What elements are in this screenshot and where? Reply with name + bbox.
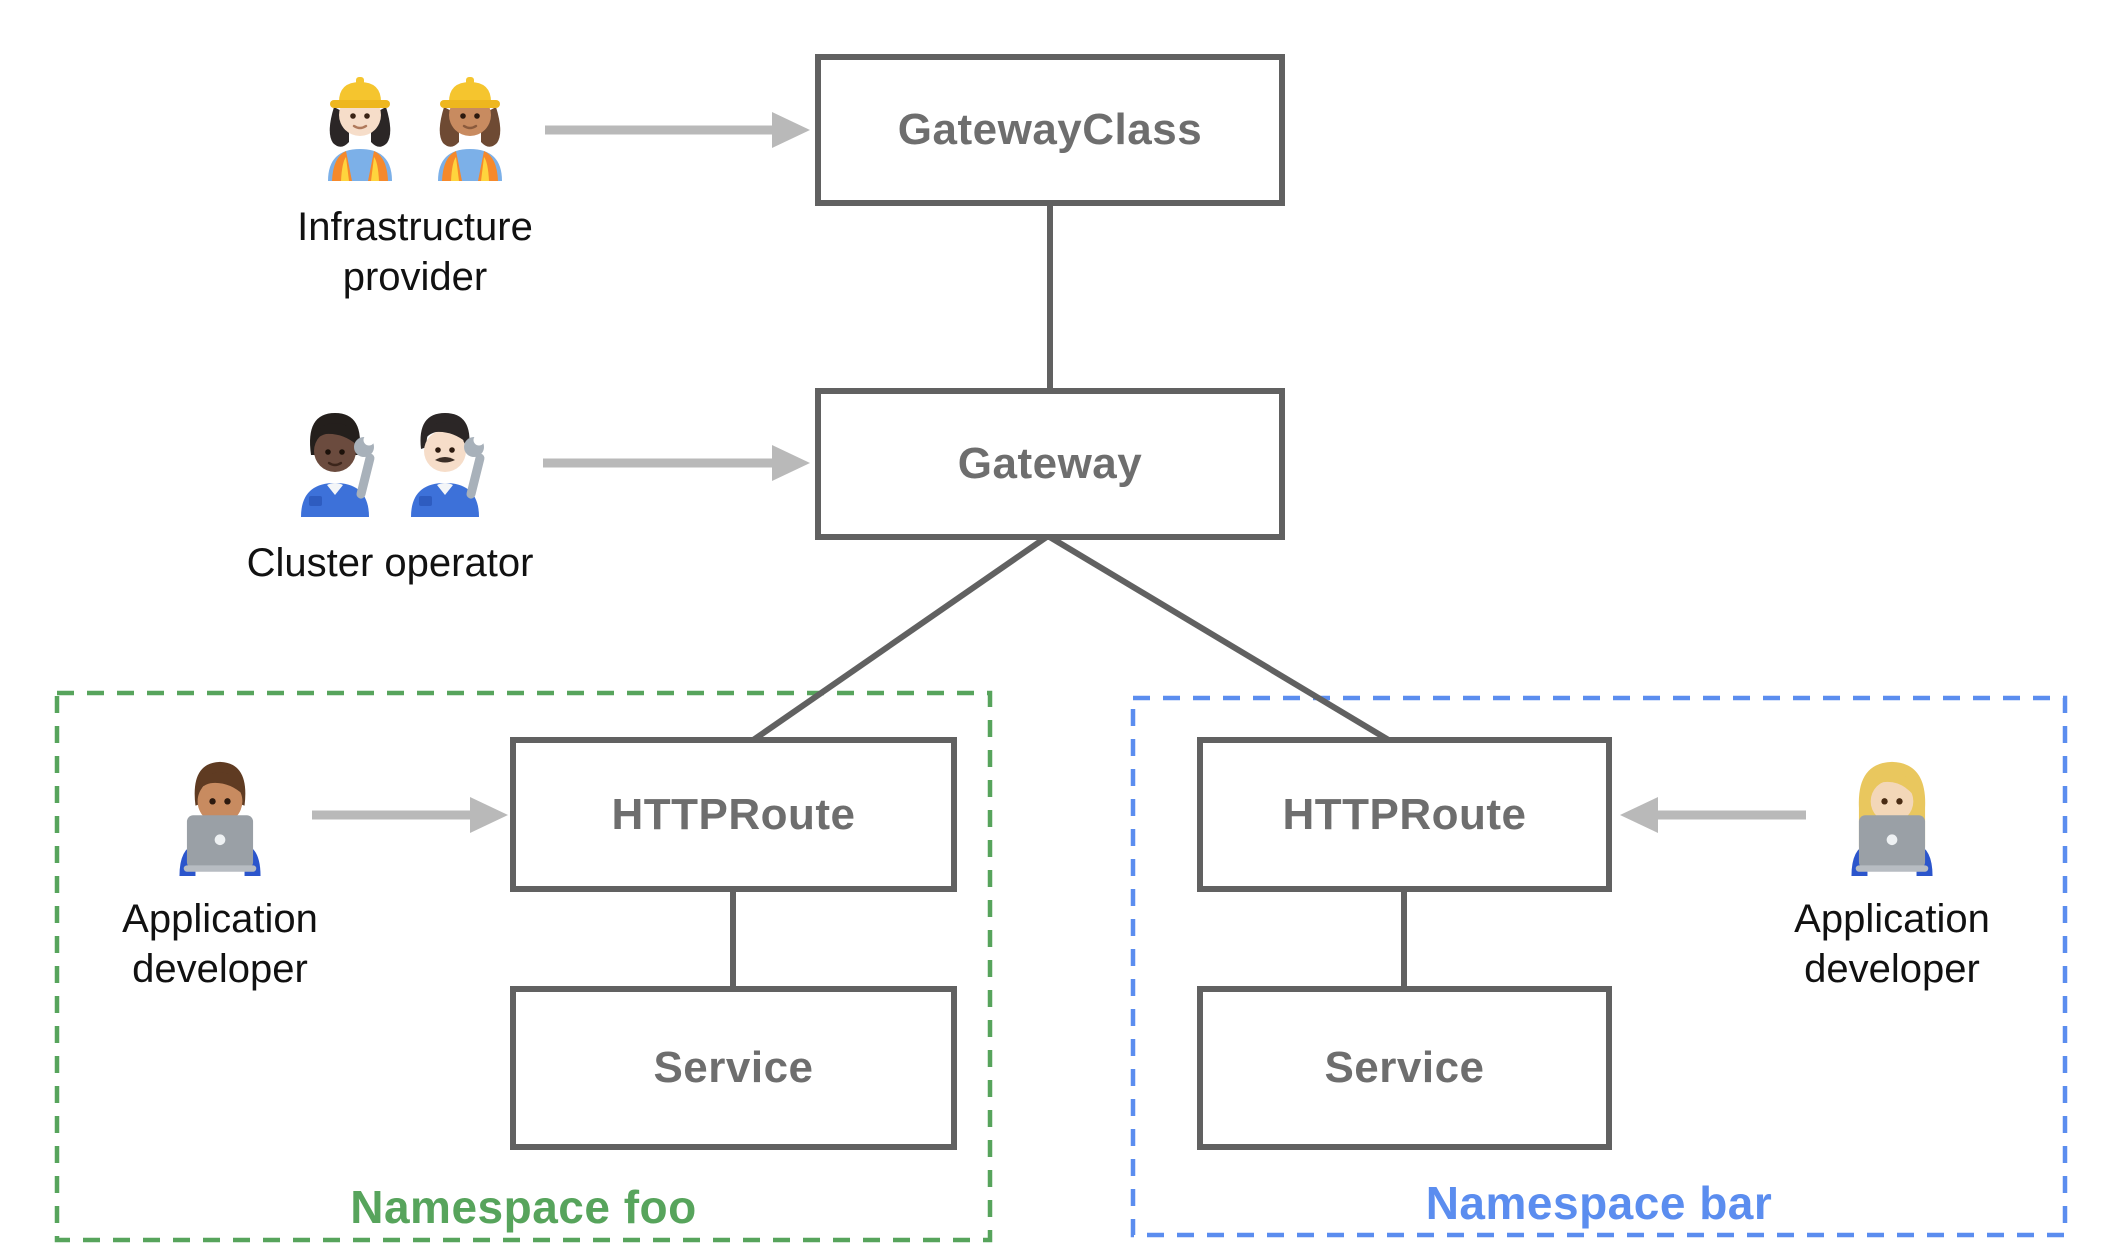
service-foo-box: Service xyxy=(510,986,957,1150)
man-mechanic-light-skin-icon xyxy=(411,413,485,517)
application-developer-foo-persona: Application developer xyxy=(85,748,355,994)
apple-logo-icon xyxy=(1886,834,1898,846)
application-developer-foo-label: Application developer xyxy=(122,897,318,991)
cluster-operator-persona: Cluster operator xyxy=(230,394,550,588)
man-technologist-icon xyxy=(179,761,261,876)
apple-logo-icon xyxy=(214,834,226,846)
arrow-developer-to-httproute-bar xyxy=(1620,797,1806,833)
gatewayclass-box: GatewayClass xyxy=(815,54,1285,206)
namespace-foo-border xyxy=(54,690,993,1243)
namespace-bar-label: Namespace bar xyxy=(1425,1177,1773,1229)
httproute-foo-label: HTTPRoute xyxy=(611,789,856,839)
service-foo-label: Service xyxy=(653,1043,814,1092)
httproute-bar-box: HTTPRoute xyxy=(1197,737,1612,892)
cluster-operator-icons xyxy=(285,394,495,520)
application-developer-foo-icons xyxy=(165,748,275,876)
gatewayclass-label: GatewayClass xyxy=(897,105,1203,154)
gateway-label: Gateway xyxy=(957,439,1143,488)
service-bar-label: Service xyxy=(1324,1043,1485,1092)
arrow-developer-to-httproute-foo xyxy=(312,797,508,833)
infrastructure-provider-persona: Infrastructure provider xyxy=(250,58,580,302)
cluster-operator-label: Cluster operator xyxy=(246,541,534,585)
gateway-box: Gateway xyxy=(815,388,1285,540)
woman-construction-worker-medium-skin-icon xyxy=(438,77,502,181)
namespace-foo-label: Namespace foo xyxy=(350,1181,697,1233)
httproute-bar-label: HTTPRoute xyxy=(1282,789,1527,839)
application-developer-bar-icons xyxy=(1837,748,1947,876)
woman-construction-worker-light-skin-icon xyxy=(328,77,392,181)
service-bar-box: Service xyxy=(1197,986,1612,1150)
arrow-cluster-to-gateway xyxy=(543,445,810,481)
httproute-foo-box: HTTPRoute xyxy=(510,737,957,892)
mechanic-dark-skin-icon xyxy=(301,413,375,517)
infrastructure-provider-label: Infrastructure provider xyxy=(297,205,533,299)
connector-gateway-httproute-foo xyxy=(744,533,1050,748)
arrow-infrastructure-to-gatewayclass xyxy=(545,112,810,148)
namespace-bar-border xyxy=(1130,695,2068,1238)
woman-technologist-icon xyxy=(1851,761,1933,876)
infrastructure-provider-icons xyxy=(310,58,520,184)
application-developer-bar-persona: Application developer xyxy=(1757,748,2027,994)
wrench-icon xyxy=(464,434,485,499)
connector-gateway-httproute-bar xyxy=(1046,533,1399,748)
wrench-icon xyxy=(354,434,375,499)
application-developer-bar-label: Application developer xyxy=(1794,897,1990,991)
